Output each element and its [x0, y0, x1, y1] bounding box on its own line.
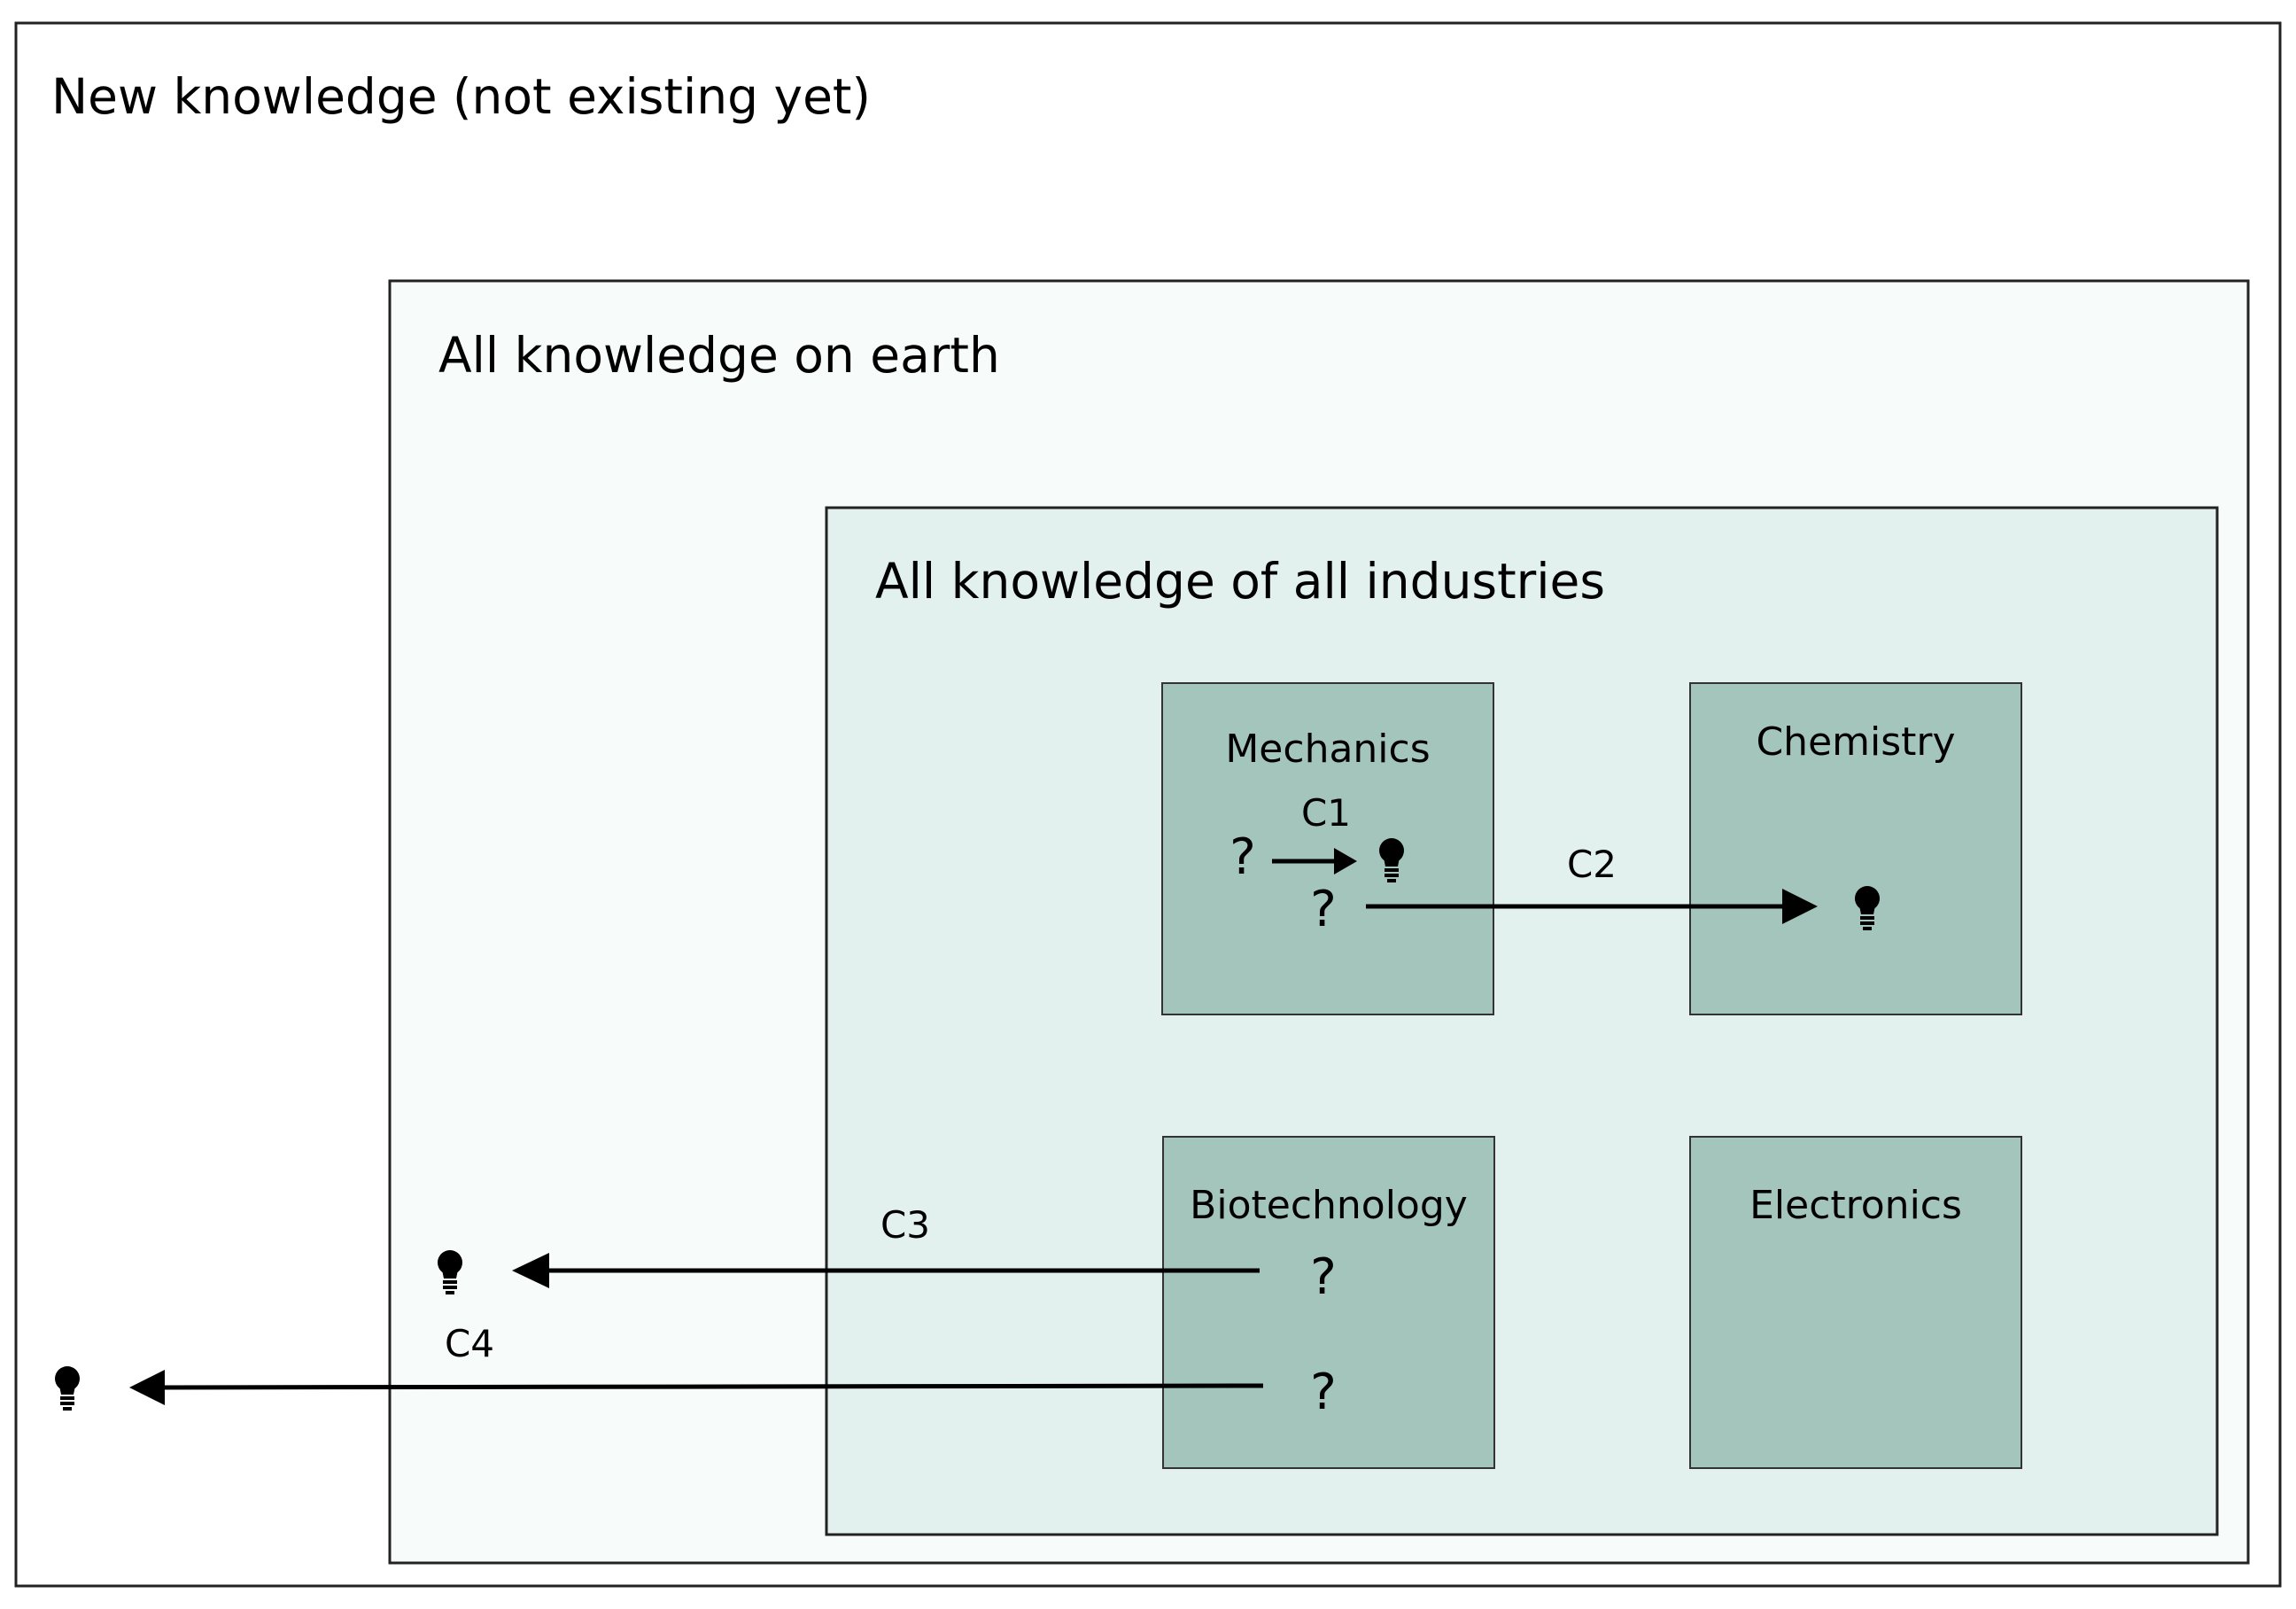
chemistry-label: Chemistry [1756, 719, 1955, 765]
c4-arrow [159, 1383, 1264, 1390]
electronics-box [1689, 1136, 2022, 1469]
new-knowledge-title: New knowledge (not existing yet) [51, 68, 871, 125]
mechanics-box [1161, 682, 1494, 1015]
electronics-label: Electronics [1749, 1183, 1962, 1228]
mechanics-label: Mechanics [1225, 727, 1430, 772]
c2-arrowhead [1782, 889, 1818, 924]
biotechnology-label: Biotechnology [1190, 1183, 1468, 1228]
c4-label: C4 [445, 1322, 494, 1365]
c3-label: C3 [880, 1203, 930, 1247]
c1-arrowhead [1334, 848, 1357, 874]
c4-question-mark: ? [1310, 1364, 1337, 1421]
c1-question-mark: ? [1229, 828, 1256, 886]
all-knowledge-earth-title: All knowledge on earth [438, 327, 1000, 384]
biotechnology-box [1162, 1136, 1495, 1469]
c3-arrowhead [512, 1253, 549, 1288]
c2-label: C2 [1567, 843, 1617, 886]
c4-arrowhead [129, 1370, 165, 1405]
c2-question-mark: ? [1310, 881, 1337, 938]
chemistry-box [1689, 682, 2022, 1015]
c3-question-mark: ? [1310, 1248, 1337, 1306]
c1-label: C1 [1301, 791, 1351, 835]
all-knowledge-industries-title: All knowledge of all industries [875, 553, 1605, 610]
